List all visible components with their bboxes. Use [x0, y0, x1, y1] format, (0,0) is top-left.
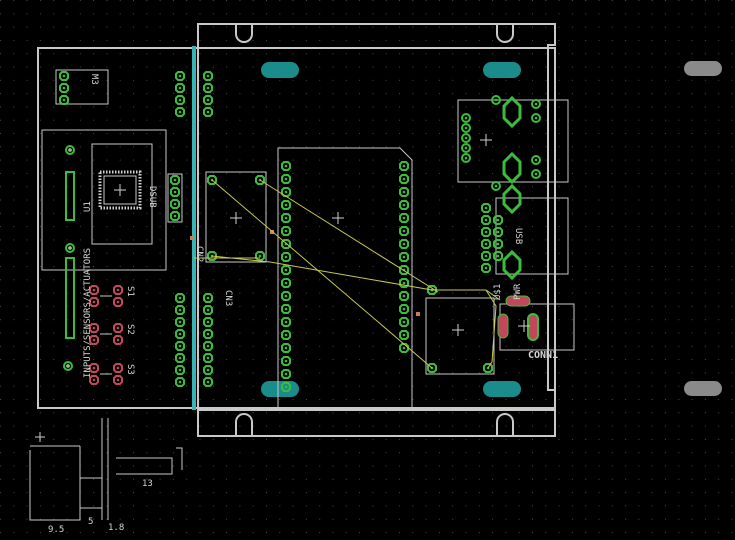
dimension-drawing	[29, 418, 183, 521]
label-pwr: PWR	[513, 283, 523, 300]
component-mcu-board[interactable]	[277, 147, 413, 409]
dimension-5: 5	[88, 517, 94, 527]
component-module-left[interactable]	[205, 171, 267, 263]
label-cn3: CN3	[223, 290, 233, 307]
label-m3: M3	[89, 74, 99, 85]
label-s1: S1	[125, 286, 135, 297]
label-s3: S3	[125, 364, 135, 375]
component-conn1[interactable]	[497, 295, 575, 351]
mounting-holes[interactable]	[261, 61, 722, 397]
board-edge-connector	[192, 46, 196, 410]
label-u1b: U$1	[493, 283, 503, 300]
label-usb: USB	[513, 228, 523, 245]
traces	[194, 179, 501, 369]
label-inputs: INPUTS/SENSORS/ACTUATORS	[83, 247, 93, 378]
label-conn1: CONN1	[528, 350, 559, 361]
dimension-13: 13	[142, 479, 153, 489]
misc-pads	[190, 230, 437, 316]
label-dsub: DSUB	[147, 186, 157, 208]
label-u1: U1	[83, 201, 93, 212]
switches[interactable]	[89, 285, 123, 385]
label-s2: S2	[125, 324, 135, 335]
dimension-9-5: 9.5	[48, 525, 65, 535]
component-m3[interactable]	[55, 69, 109, 105]
component-connector-right[interactable]	[457, 95, 569, 281]
label-cn2: CN2	[194, 246, 204, 263]
dimension-1-8: 1.8	[108, 523, 125, 533]
component-dsub[interactable]	[167, 173, 183, 223]
component-u1[interactable]	[41, 129, 167, 371]
